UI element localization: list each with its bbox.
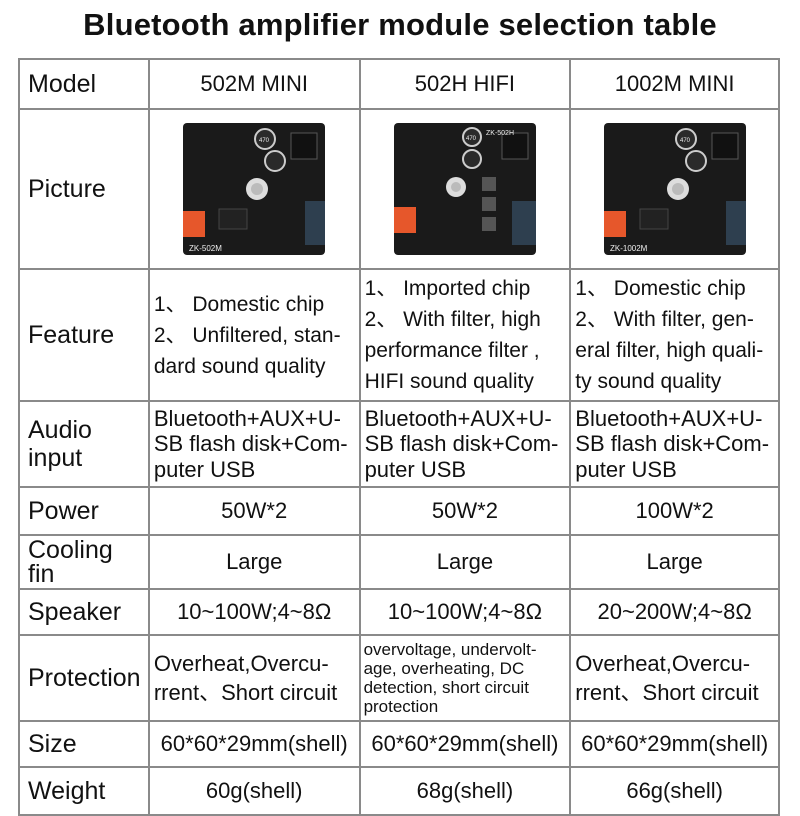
weight-502m: 60g(shell)	[147, 768, 359, 814]
board-image-502m: 470 ZK-502M	[183, 123, 326, 255]
weight-502h: 68g(shell)	[358, 768, 570, 814]
weight-1002m: 66g(shell)	[569, 768, 780, 814]
picture-502h: 470 ZK-502H	[358, 110, 570, 268]
audio-input-1002m: Bluetooth+AUX+U-SB flash disk+Com-puter …	[569, 402, 780, 486]
table-row-size: Size 60*60*29mm(shell) 60*60*29mm(shell)…	[18, 722, 780, 768]
row-label-picture: Picture	[18, 110, 148, 268]
cooling-1002m: Large	[569, 536, 780, 588]
power-502h: 50W*2	[358, 488, 570, 534]
size-502h: 60*60*29mm(shell)	[358, 722, 570, 766]
protection-502h: overvoltage, undervolt-age, overheating,…	[358, 636, 570, 720]
model-1002m-mini: 1002M MINI	[569, 60, 780, 108]
board-silk-label: ZK-502M	[189, 244, 222, 253]
feature-line: ty sound quality	[575, 370, 722, 393]
row-label-feature: Feature	[18, 270, 148, 400]
row-label-model: Model	[18, 60, 148, 108]
row-label-size: Size	[18, 722, 148, 766]
table-row-protection: Protection Overheat,Overcu-rrent、Short c…	[18, 636, 780, 722]
feature-line: dard sound quality	[153, 354, 326, 378]
speaker-502h: 10~100W;4~8Ω	[358, 590, 570, 634]
cap-label: 470	[259, 138, 270, 144]
size-1002m: 60*60*29mm(shell)	[569, 722, 780, 766]
cooling-502m: Large	[147, 536, 359, 588]
speaker-502m: 10~100W;4~8Ω	[147, 590, 359, 634]
cap-label: 470	[466, 136, 477, 142]
power-502m: 50W*2	[147, 488, 359, 534]
cap-label: 470	[680, 138, 691, 144]
board-silk-label: ZK-502H	[486, 130, 514, 137]
feature-line: eral filter, high quali-	[575, 339, 764, 362]
audio-input-502h: Bluetooth+AUX+U-SB flash disk+Com-puter …	[358, 402, 570, 486]
board-silk-label: ZK-1002M	[610, 244, 648, 253]
feature-1002m: 1、 Domestic chip 2、 With filter, gen- er…	[569, 270, 780, 400]
row-label-protection: Protection	[18, 636, 148, 720]
row-label-power: Power	[18, 488, 148, 534]
cooling-502h: Large	[358, 536, 570, 588]
row-label-weight: Weight	[18, 768, 148, 814]
protection-1002m: Overheat,Overcu-rrent、Short circuit	[569, 636, 780, 720]
feature-502m: 1、 Domestic chip 2、 Unfiltered, stan- da…	[147, 270, 359, 400]
selection-table: Model 502M MINI 502H HIFI 1002M MINI Pic…	[18, 58, 780, 816]
feature-line: 1、 Domestic chip	[575, 277, 746, 300]
table-row-speaker: Speaker 10~100W;4~8Ω 10~100W;4~8Ω 20~200…	[18, 590, 780, 636]
table-row-power: Power 50W*2 50W*2 100W*2	[18, 488, 780, 536]
table-row-feature: Feature 1、 Domestic chip 2、 Unfiltered, …	[18, 270, 780, 402]
feature-line: 2、 With filter, gen-	[575, 308, 754, 331]
picture-502m: 470 ZK-502M	[147, 110, 359, 268]
row-label-speaker: Speaker	[18, 590, 148, 634]
feature-line: performance filter ,	[364, 339, 540, 362]
model-502h-hifi: 502H HIFI	[358, 60, 570, 108]
feature-line: HIFI sound quality	[364, 370, 534, 393]
board-image-502h: 470 ZK-502H	[393, 123, 536, 255]
table-row-model: Model 502M MINI 502H HIFI 1002M MINI	[18, 60, 780, 110]
power-1002m: 100W*2	[569, 488, 780, 534]
feature-line: 2、 With filter, high	[364, 308, 541, 331]
table-row-weight: Weight 60g(shell) 68g(shell) 66g(shell)	[18, 768, 780, 816]
audio-input-502m: Bluetooth+AUX+U-SB flash disk+Com-puter …	[147, 402, 359, 486]
board-image-1002m: 470 ZK-1002M	[603, 123, 746, 255]
table-row-picture: Picture 470 ZK-502M 470	[18, 110, 780, 270]
speaker-1002m: 20~200W;4~8Ω	[569, 590, 780, 634]
feature-502h: 1、 Imported chip 2、 With filter, high pe…	[358, 270, 570, 400]
feature-line: 1、 Imported chip	[364, 277, 531, 300]
feature-line: 1、 Domestic chip	[153, 292, 325, 316]
protection-502m: Overheat,Overcu-rrent、Short circuit	[147, 636, 359, 720]
model-502m-mini: 502M MINI	[147, 60, 359, 108]
page-title: Bluetooth amplifier module selection tab…	[83, 7, 717, 42]
picture-1002m: 470 ZK-1002M	[569, 110, 780, 268]
size-502m: 60*60*29mm(shell)	[147, 722, 359, 766]
feature-line: 2、 Unfiltered, stan-	[153, 323, 341, 347]
